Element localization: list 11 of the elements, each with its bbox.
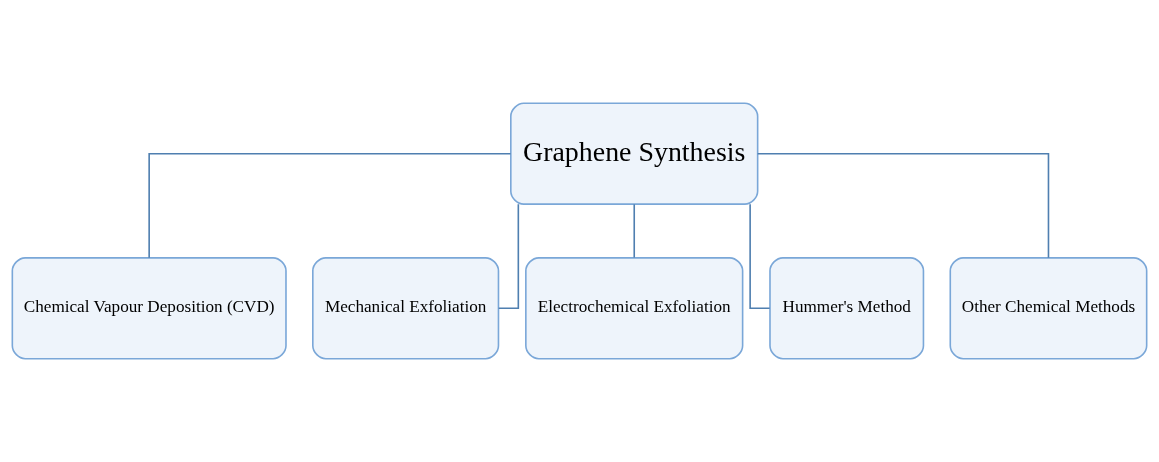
node-box: Other Chemical Methods (949, 257, 1148, 360)
node-box: Hummer's Method (769, 257, 925, 360)
node-box: Electrochemical Exfoliation (525, 257, 744, 360)
connector (633, 203, 636, 259)
node-box: Chemical Vapour Deposition (CVD) (11, 257, 287, 360)
node-box: Graphene Synthesis (510, 102, 759, 205)
connector (148, 152, 512, 259)
connector (749, 203, 771, 310)
connector (497, 203, 520, 310)
node-box: Mechanical Exfoliation (312, 257, 500, 360)
connector (756, 152, 1050, 259)
